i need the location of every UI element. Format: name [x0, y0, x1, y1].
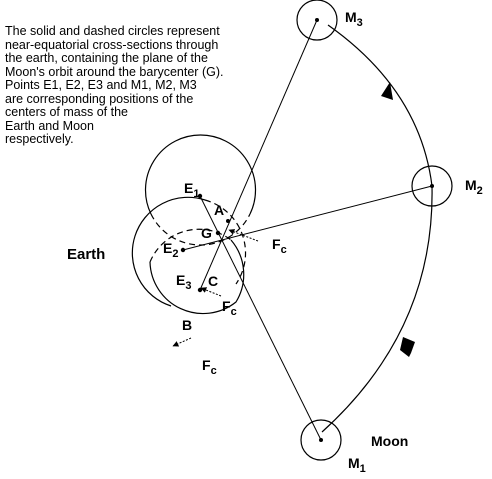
caption-line: The solid and dashed circles represent: [5, 24, 220, 38]
label-m3: M3: [345, 9, 363, 29]
caption-line: Points E1, E2, E3 and M1, M2, M3: [5, 78, 197, 92]
point-a-dot: [226, 219, 230, 223]
earth-label: Earth: [67, 246, 105, 263]
earth-center-e2: [180, 247, 186, 253]
earth-circle-e2-dashed: [204, 199, 247, 285]
fc-arrow-a: [228, 229, 259, 242]
label-c: C: [208, 273, 218, 289]
earth-circle-e3-dashed: [149, 228, 232, 263]
caption-line: respectively.: [5, 132, 74, 146]
moon-orbit-arc: [321, 24, 433, 433]
fc-arrow-c: [200, 287, 222, 297]
caption-line: the earth, containing the plane of the: [5, 51, 208, 65]
line-e3-m3: [199, 19, 318, 291]
line-e2-m2: [182, 185, 433, 251]
caption-line: near-equatorial cross-sections through: [5, 37, 219, 52]
label-b: B: [182, 317, 192, 333]
label-fc-b: Fc: [202, 357, 217, 377]
fc-arrow-b: [172, 337, 192, 347]
caption: The solid and dashed circles represent n…: [5, 24, 275, 147]
earth-circle-e2-solid: [131, 196, 206, 307]
label-m2: M2: [465, 177, 483, 197]
label-e2: E2: [163, 240, 178, 260]
earth-circle-e3-solid: [149, 239, 245, 315]
label-e1: E1: [184, 180, 199, 200]
moon-label: Moon: [371, 433, 408, 449]
earth-center-e1: [197, 193, 203, 199]
label-barycenter: G: [201, 225, 212, 241]
orbit-direction-arrow: [400, 337, 415, 357]
earth-center-e3: [197, 287, 203, 293]
barycenter-point: [215, 230, 221, 236]
moon-circle-m2: [411, 165, 453, 207]
label-m1: M1: [348, 455, 366, 475]
caption-line: Moon's orbit around the barycenter (G).: [5, 64, 224, 79]
moon-circle-m1: [300, 419, 342, 461]
earth-circle-e1-dashed: [150, 213, 251, 246]
label-fc-a: Fc: [272, 236, 287, 256]
label-a: A: [214, 202, 224, 218]
earth-circle-e1-solid: [144, 134, 257, 215]
label-fc-c: Fc: [222, 298, 237, 318]
caption-line: are corresponding positions of the: [5, 91, 194, 106]
orbit-direction-arrow: [381, 82, 393, 100]
caption-line: centers of mass of the: [5, 105, 128, 119]
label-e3: E3: [176, 272, 191, 292]
caption-line: Earth and Moon: [5, 118, 94, 133]
line-e1-m1: [199, 195, 322, 441]
moon-circle-m3: [296, 0, 338, 41]
